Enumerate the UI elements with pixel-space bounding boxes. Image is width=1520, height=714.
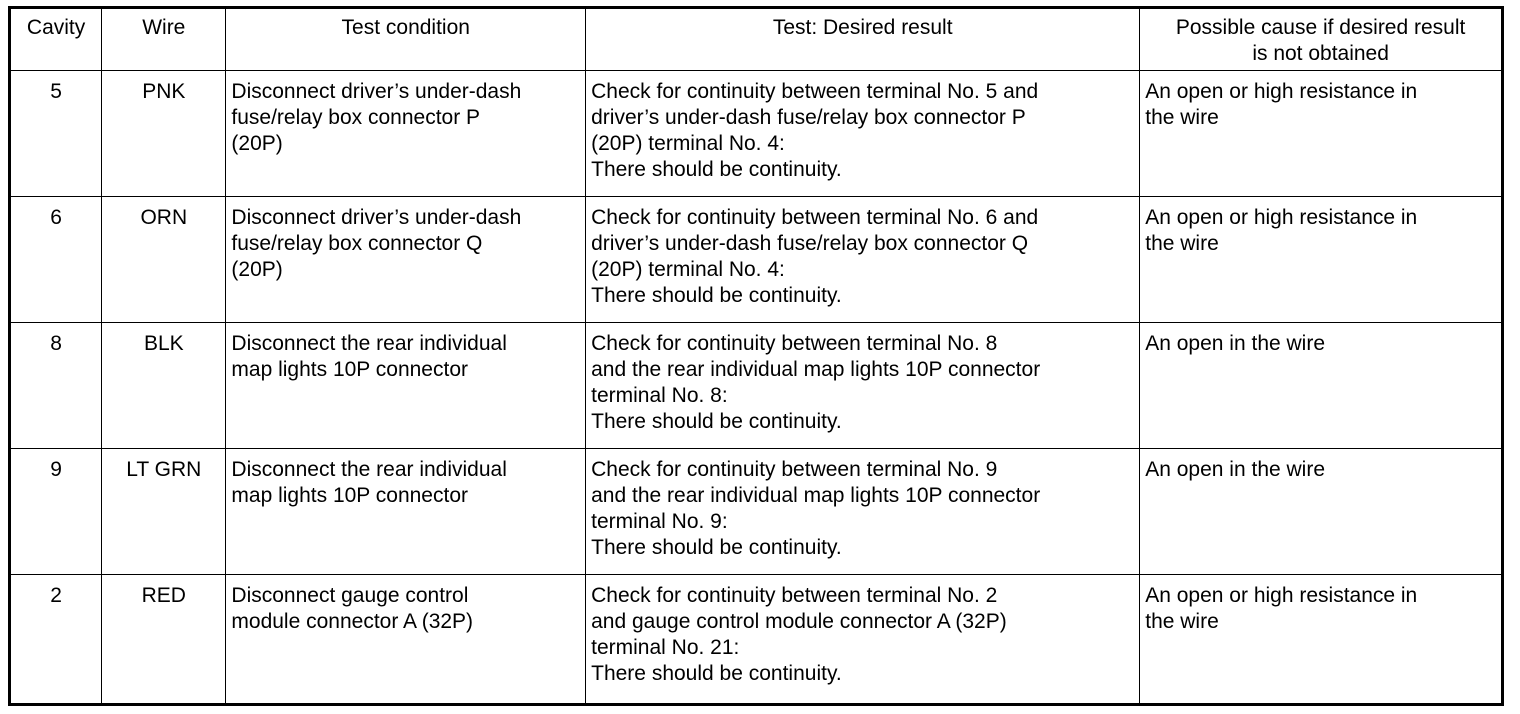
cell-test-desired-result: Check for continuity between terminal No… (585, 574, 1141, 705)
cell-cavity: 9 (8, 448, 103, 575)
column-header-test-condition-label: Test condition (341, 16, 470, 39)
cell-wire: LT GRN (101, 448, 227, 575)
cell-wire: ORN (101, 196, 227, 323)
cell-test-desired-result: Check for continuity between terminal No… (585, 196, 1141, 323)
cell-test-condition: Disconnect the rear individual map lights… (225, 448, 587, 575)
cell-test-desired-result-line: terminal No. 9: (591, 510, 728, 533)
cell-test-desired-result-line: (20P) terminal No. 4: (591, 132, 785, 155)
cell-test-condition-line: (20P) (231, 132, 283, 155)
cell-test-condition-line: Disconnect gauge control (231, 584, 469, 607)
cell-test-condition-line: Disconnect the rear individual (231, 332, 507, 355)
cell-test-condition: Disconnect the rear individual map lights… (225, 322, 587, 449)
cell-test-condition-line: fuse/relay box connector P (231, 106, 481, 129)
cell-wire: RED (101, 574, 227, 705)
cell-possible-cause-line: An open in the wire (1145, 458, 1326, 481)
cell-test-condition-line: Disconnect driver’s under-dash (231, 206, 522, 229)
cell-test-desired-result-line: There should be continuity. (591, 536, 842, 559)
column-header-possible-cause-line1: Possible cause if desired result (1175, 16, 1466, 39)
cell-test-desired-result-line: There should be continuity. (591, 410, 842, 433)
cell-test-desired-result-line: Check for continuity between terminal No… (591, 206, 1039, 229)
cell-test-desired-result-line: driver’s under-dash fuse/relay box conne… (591, 232, 1029, 255)
cell-wire: PNK (101, 70, 227, 197)
cell-test-condition-line: fuse/relay box connector Q (231, 232, 483, 255)
column-header-test-desired-result-label: Test: Desired result (772, 16, 953, 39)
cell-cavity: 5 (8, 70, 103, 197)
cell-test-desired-result-line: Check for continuity between terminal No… (591, 584, 998, 607)
cell-test-desired-result: Check for continuity between terminal No… (585, 448, 1141, 575)
cell-test-desired-result-line: Check for continuity between terminal No… (591, 458, 998, 481)
cell-test-desired-result-line: driver’s under-dash fuse/relay box conne… (591, 106, 1026, 129)
cell-test-desired-result-line: There should be continuity. (591, 158, 842, 181)
cell-test-desired-result: Check for continuity between terminal No… (585, 322, 1141, 449)
cell-possible-cause-line: the wire (1145, 106, 1219, 129)
cell-test-desired-result-line: (20P) terminal No. 4: (591, 258, 785, 281)
cell-cavity: 8 (8, 322, 103, 449)
cell-test-condition-line: Disconnect driver’s under-dash (231, 80, 522, 103)
column-header-wire: Wire (101, 7, 227, 71)
column-header-test-desired-result: Test: Desired result (585, 7, 1141, 71)
column-header-cavity: Cavity (8, 7, 103, 71)
cell-possible-cause: An open or high resistance in the wire (1139, 70, 1503, 197)
cell-test-desired-result-line: and the rear individual map lights 10P c… (591, 484, 1041, 507)
cell-possible-cause-line: An open or high resistance in (1145, 80, 1418, 103)
cell-possible-cause: An open or high resistance in the wire (1139, 574, 1503, 705)
cell-test-condition-line: map lights 10P connector (231, 484, 468, 507)
cell-test-desired-result-line: terminal No. 8: (591, 384, 728, 407)
cell-test-desired-result-line: and gauge control module connector A (32… (591, 610, 1007, 633)
cell-test-condition-line: module connector A (32P) (231, 610, 474, 633)
cell-possible-cause-line: An open or high resistance in (1145, 584, 1418, 607)
wire-test-table: Cavity Wire Test condition Test: Desired… (8, 6, 1504, 706)
cell-possible-cause: An open in the wire (1139, 448, 1503, 575)
cell-possible-cause-line: An open or high resistance in (1145, 206, 1418, 229)
column-header-test-condition: Test condition (225, 7, 587, 71)
cell-test-condition-line: map lights 10P connector (231, 358, 468, 381)
cell-test-desired-result: Check for continuity between terminal No… (585, 70, 1141, 197)
cell-possible-cause: An open in the wire (1139, 322, 1503, 449)
column-header-cavity-label: Cavity (26, 16, 86, 39)
column-header-wire-label: Wire (142, 16, 186, 39)
cell-test-condition: Disconnect gauge control module connector… (225, 574, 587, 705)
cell-possible-cause-line: the wire (1145, 232, 1219, 255)
cell-test-condition-line: Disconnect the rear individual (231, 458, 507, 481)
cell-test-condition: Disconnect driver’s under-dash fuse/relay… (225, 196, 587, 323)
cell-possible-cause-line: An open in the wire (1145, 332, 1326, 355)
cell-cavity: 6 (8, 196, 103, 323)
header-row: Cavity Wire Test condition Test: Desired… (8, 7, 1503, 71)
cell-test-desired-result-line: terminal No. 21: (591, 636, 740, 659)
cell-test-condition-line: (20P) (231, 258, 283, 281)
cell-test-desired-result-line: There should be continuity. (591, 662, 842, 685)
cell-possible-cause: An open or high resistance in the wire (1139, 196, 1503, 323)
cell-wire: BLK (101, 322, 227, 449)
cell-test-condition: Disconnect driver’s under-dash fuse/relay… (225, 70, 587, 197)
column-header-possible-cause-line2: is not obtained (1252, 42, 1389, 65)
table-header: Cavity Wire Test condition Test: Desired… (8, 7, 1503, 71)
cell-cavity: 2 (8, 574, 103, 705)
cell-test-desired-result-line: and the rear individual map lights 10P c… (591, 358, 1041, 381)
cell-test-desired-result-line: There should be continuity. (591, 284, 842, 307)
cell-possible-cause-line: the wire (1145, 610, 1219, 633)
column-header-possible-cause: Possible cause if desired result is not … (1139, 7, 1503, 71)
cell-test-desired-result-line: Check for continuity between terminal No… (591, 80, 1039, 103)
cell-test-desired-result-line: Check for continuity between terminal No… (591, 332, 998, 355)
